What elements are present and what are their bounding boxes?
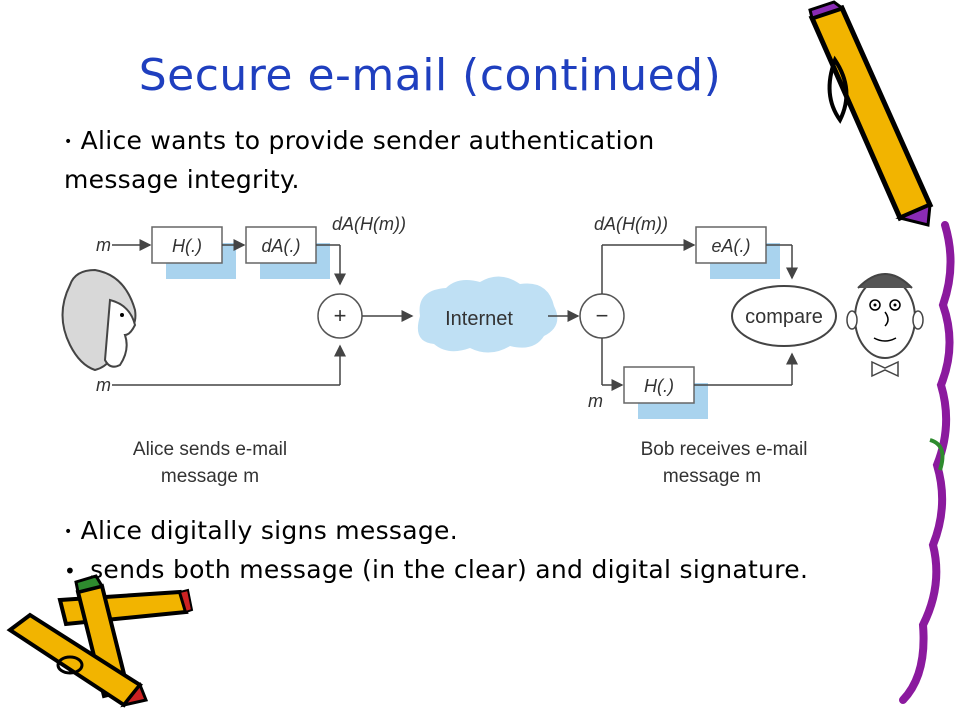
receiver-caption-1: Bob receives e-mail: [641, 439, 808, 460]
verify-box-label: eA(.): [711, 236, 750, 256]
bullet-2-text: sends both message (in the clear) and di…: [90, 555, 809, 584]
slide-title: Secure e-mail (continued): [138, 50, 722, 101]
split-symbol: −: [596, 303, 609, 328]
bullet-dot: •: [64, 134, 73, 150]
pencil-right-icon: [808, 0, 934, 227]
bullet-item: •Alice digitally signs message.: [64, 516, 458, 545]
hash-box: [151, 226, 223, 264]
sign-box-label: dA(.): [261, 236, 300, 256]
bullet-item: •sends both message (in the clear) and d…: [64, 555, 809, 584]
bullet-1-text: Alice digitally signs message.: [80, 516, 458, 545]
border-squiggle-icon: [899, 221, 955, 704]
sender-diagram: m H(.) dA(.) dA(H(m)) + m Alice sends e-…: [96, 214, 414, 487]
receiver-m: m: [588, 391, 603, 411]
alice-face-icon: [61, 268, 137, 372]
sender-m-bottom: m: [96, 375, 111, 395]
internet-label: Internet: [445, 308, 513, 330]
cloud-icon: [417, 276, 558, 353]
receiver-caption-2: message m: [663, 466, 761, 487]
combine-symbol: +: [334, 303, 347, 328]
receiver-diagram: − dA(H(m)) eA(.) compare m H(.) Bob rece…: [579, 214, 837, 487]
intro-text: • Alice wants to provide sender authentic…: [64, 122, 764, 199]
compare-label: compare: [745, 306, 823, 328]
receiver-hash-label: H(.): [644, 376, 674, 396]
internet-cloud: Internet: [417, 276, 580, 353]
sender-m-top: m: [96, 235, 111, 255]
intro-line-1: Alice wants to provide sender authentica…: [80, 126, 655, 155]
sender-caption-1: Alice sends e-mail: [133, 439, 287, 460]
crayons-icon: [6, 574, 194, 708]
receiver-signed-label: dA(H(m)): [594, 214, 668, 234]
sender-caption-2: message m: [161, 466, 259, 487]
bullet-list: •Alice digitally signs message. •sends b…: [64, 512, 944, 590]
compare-ellipse: [731, 285, 837, 347]
hash-box-label: H(.): [172, 236, 202, 256]
sign-box: [245, 226, 317, 264]
sender-signed-label: dA(H(m)): [332, 214, 406, 234]
bob-face-icon: [846, 273, 924, 378]
intro-line-2: message integrity.: [64, 165, 300, 194]
